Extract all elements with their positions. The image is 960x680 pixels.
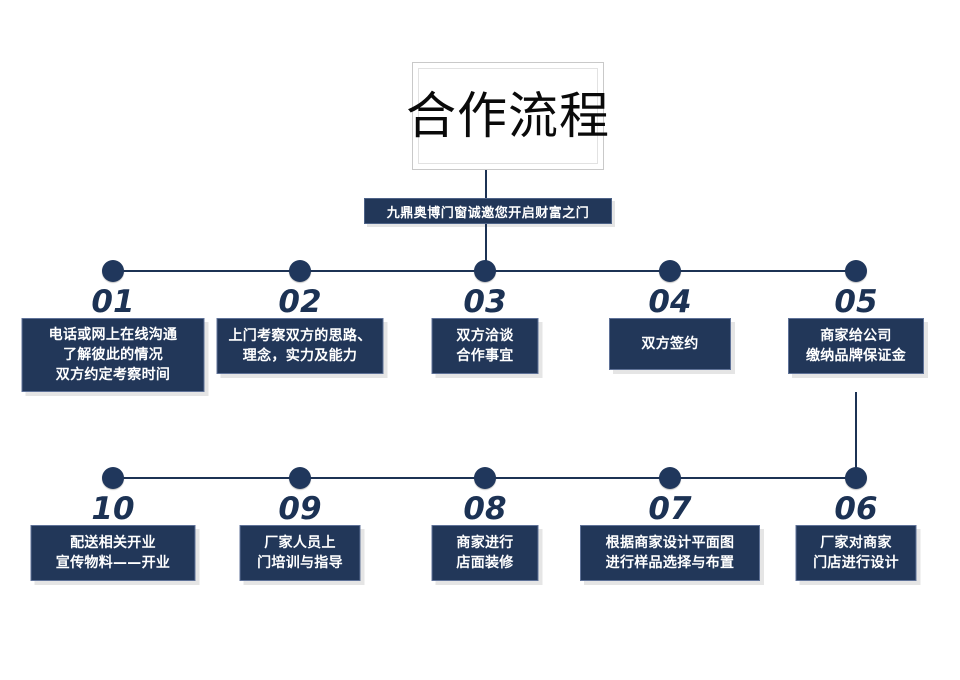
title-connector-line	[485, 170, 487, 198]
step-dot	[474, 260, 496, 282]
step-number: 07	[648, 491, 692, 527]
step-label: 电话或网上在线沟通 了解彼此的情况 双方约定考察时间	[48, 326, 178, 384]
step-label: 厂家对商家 门店进行设计	[813, 534, 899, 571]
step-box: 商家给公司 缴纳品牌保证金	[788, 318, 924, 374]
step-label: 商家给公司 缴纳品牌保证金	[805, 327, 907, 364]
step-box: 电话或网上在线沟通 了解彼此的情况 双方约定考察时间	[21, 318, 205, 392]
step-dot	[289, 467, 311, 489]
subtitle-banner: 九鼎奥博门窗诚邀您开启财富之门	[364, 198, 612, 224]
step-dot	[289, 260, 311, 282]
page-title: 合作流程	[406, 87, 610, 145]
step-label: 商家进行 店面装修	[456, 534, 514, 571]
step-box: 商家进行 店面装修	[431, 525, 539, 581]
step-number: 06	[834, 491, 878, 527]
step-number: 09	[278, 491, 322, 527]
title-frame: 合作流程	[406, 62, 609, 170]
subtitle-connector-line	[485, 224, 487, 271]
step-label: 双方洽谈 合作事宜	[456, 327, 514, 364]
step-number: 08	[463, 491, 507, 527]
step-label: 根据商家设计平面图 进行样品选择与布置	[605, 534, 735, 571]
step-label: 厂家人员上 门培训与指导	[257, 534, 343, 571]
step-dot	[102, 467, 124, 489]
step-number: 05	[834, 284, 878, 320]
step-dot	[659, 260, 681, 282]
step-number: 02	[278, 284, 322, 320]
step-box: 根据商家设计平面图 进行样品选择与布置	[580, 525, 760, 581]
step-dot	[102, 260, 124, 282]
step-number: 10	[91, 491, 135, 527]
title-frame-inner: 合作流程	[406, 68, 609, 164]
step-label: 上门考察双方的思路、 理念，实力及能力	[228, 327, 372, 364]
step-box: 双方洽谈 合作事宜	[431, 318, 539, 374]
step-box: 双方签约	[609, 318, 731, 370]
step-dot	[845, 260, 867, 282]
row-connector-line	[855, 392, 857, 478]
step-number: 03	[463, 284, 507, 320]
step-box: 上门考察双方的思路、 理念，实力及能力	[216, 318, 384, 374]
step-dot	[845, 467, 867, 489]
step-number: 01	[91, 284, 135, 320]
step-box: 厂家人员上 门培训与指导	[239, 525, 361, 581]
step-dot	[659, 467, 681, 489]
step-dot	[474, 467, 496, 489]
subtitle-text: 九鼎奥博门窗诚邀您开启财富之门	[386, 205, 590, 221]
step-box: 配送相关开业 宣传物料——开业	[30, 525, 196, 581]
step-number: 04	[648, 284, 692, 320]
step-label: 双方签约	[641, 335, 699, 352]
step-box: 厂家对商家 门店进行设计	[795, 525, 917, 581]
step-label: 配送相关开业 宣传物料——开业	[55, 534, 171, 571]
